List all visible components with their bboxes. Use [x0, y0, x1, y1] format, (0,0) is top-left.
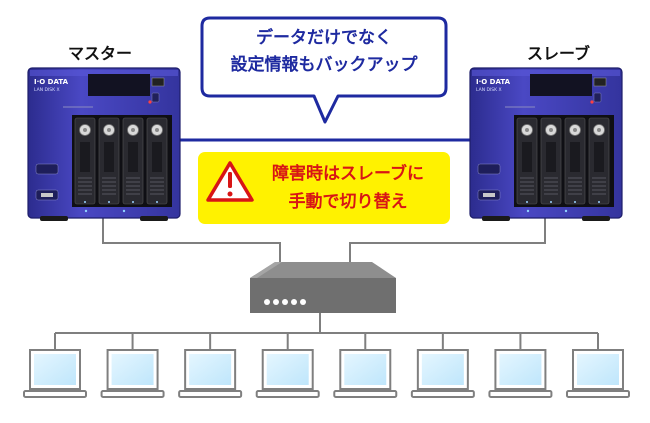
speech-bubble-line-2: 設定情報もバックアップ	[230, 55, 418, 75]
warning-icon	[206, 161, 254, 202]
brand-logo: I·O DATA	[476, 78, 511, 86]
laptop-drop-lines	[54, 333, 599, 350]
model-label: LAN DISK X	[476, 87, 502, 93]
warning-text: 障害時はスレーブに 手動で切り替え	[246, 160, 450, 216]
laptop-icon	[178, 349, 243, 398]
slave-label: スレーブ	[527, 44, 591, 63]
laptop-row	[23, 349, 630, 398]
brand-logo: I·O DATA	[34, 78, 69, 86]
warning-line-1: 障害時はスレーブに	[272, 164, 424, 184]
speech-bubble-line-1: データだけでなく	[256, 28, 392, 48]
laptop-icon	[100, 349, 165, 398]
speech-bubble-text: データだけでなく 設定情報もバックアップ	[199, 25, 449, 79]
network-lines	[55, 218, 598, 334]
laptop-icon	[410, 349, 475, 398]
warning-box	[198, 152, 450, 224]
laptop-icon	[565, 349, 630, 398]
switch-port-lights	[264, 299, 306, 305]
laptop-icon	[333, 349, 398, 398]
laptop-icon	[23, 349, 87, 398]
laptop-icon	[488, 349, 553, 398]
warning-line-2: 手動で切り替え	[288, 192, 408, 212]
master-label: マスター	[68, 44, 133, 63]
network-switch	[250, 262, 396, 313]
model-label: LAN DISK X	[34, 87, 60, 93]
laptop-icon	[255, 349, 320, 398]
speech-bubble	[200, 16, 448, 124]
